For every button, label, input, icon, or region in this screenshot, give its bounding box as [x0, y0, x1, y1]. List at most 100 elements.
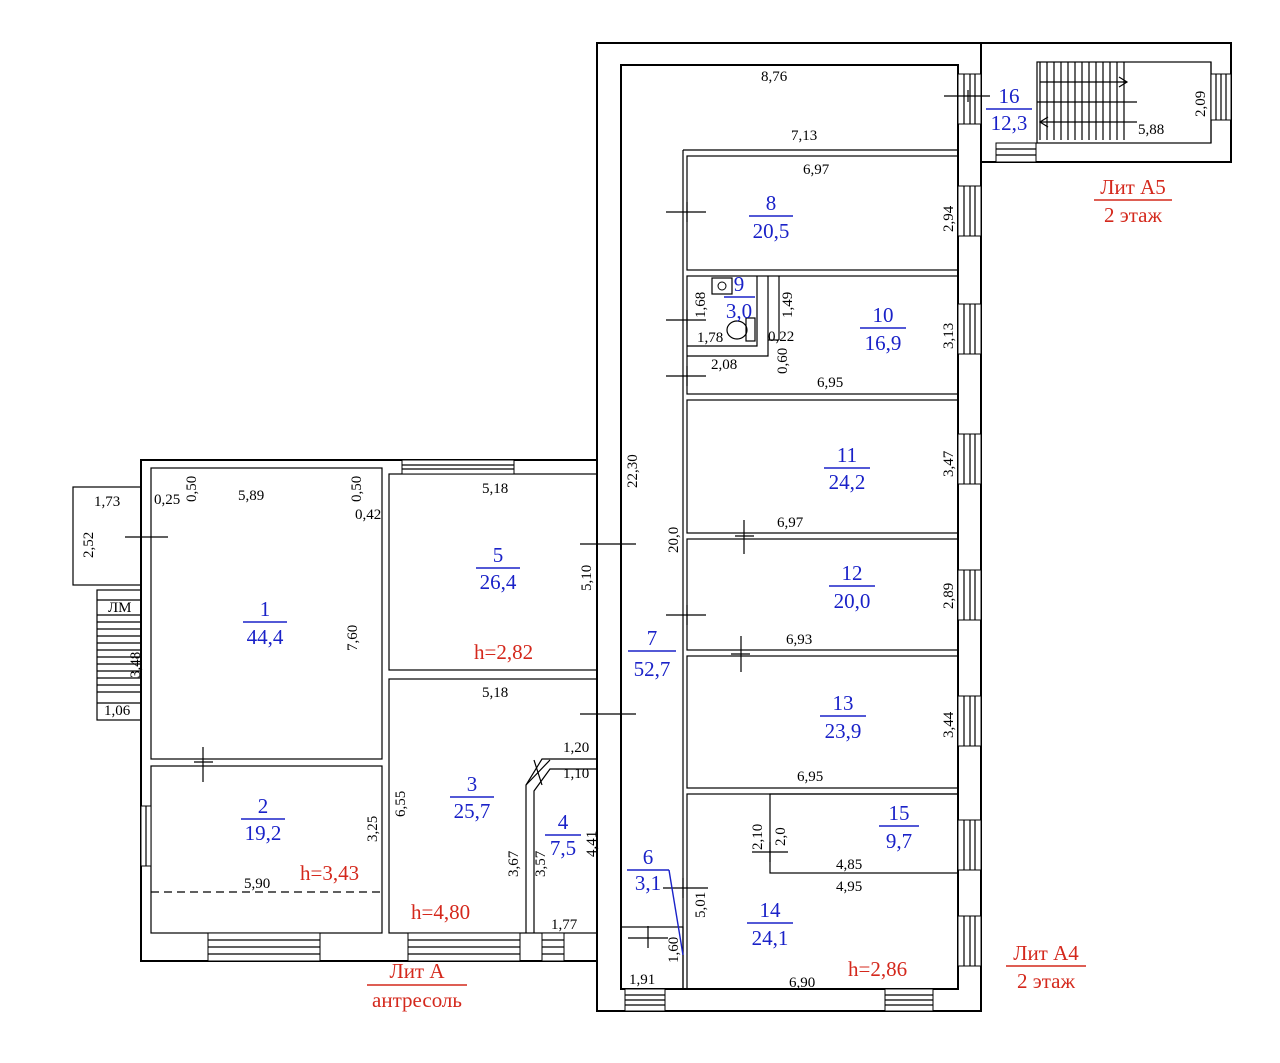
doors: [125, 90, 990, 948]
room-5-label: 5 26,4: [476, 543, 520, 594]
svg-text:9: 9: [734, 272, 745, 296]
svg-text:3,0: 3,0: [726, 299, 752, 323]
svg-text:16: 16: [999, 84, 1020, 108]
dim-label: 0,60: [775, 348, 791, 374]
room-15-label: 15 9,7: [879, 801, 919, 853]
dim-label: 2,89: [941, 583, 957, 609]
dim-label: 6,90: [789, 975, 815, 991]
dim-label: 1,10: [563, 766, 589, 782]
dim-label: 2,52: [81, 532, 97, 558]
dim-label: 3,57: [533, 850, 549, 877]
svg-text:24,2: 24,2: [829, 470, 866, 494]
room-labels: 1 44,4 2 19,2 3 25,7 4 7,5 5 26,4 6 3,1: [241, 84, 1032, 956]
dim-label: 1,06: [104, 703, 131, 719]
dim-label: 1,49: [780, 292, 796, 318]
dim-label: 5,18: [482, 481, 508, 497]
room-13-label: 13 23,9: [820, 691, 866, 743]
svg-text:4: 4: [558, 810, 569, 834]
dim-label: 1,73: [94, 494, 120, 510]
dim-label: 7,13: [791, 128, 817, 144]
height-room-2: h=3,43: [300, 861, 359, 885]
dim-label: 3,67: [506, 850, 522, 877]
dim-label: 2,09: [1193, 91, 1209, 117]
dim-label: 2,0: [773, 827, 789, 846]
svg-text:10: 10: [873, 303, 894, 327]
room-3-label: 3 25,7: [450, 772, 494, 823]
svg-text:26,4: 26,4: [480, 570, 517, 594]
sink-icon: [711, 277, 733, 295]
windows: [140, 73, 1232, 1012]
svg-text:16,9: 16,9: [865, 331, 902, 355]
room-16-label: 16 12,3: [986, 84, 1032, 135]
svg-text:2 этаж: 2 этаж: [1104, 203, 1163, 227]
svg-text:7: 7: [647, 626, 658, 650]
dim-label: 4,41: [584, 831, 600, 857]
toilet-icon: [745, 317, 756, 342]
lit-labels: Лит А антресоль Лит А 4 2 этаж Лит А5 2 э…: [367, 175, 1172, 1012]
room-8-label: 8 20,5: [749, 191, 793, 243]
stair-lm: [97, 614, 141, 693]
svg-text:20,5: 20,5: [753, 219, 790, 243]
dim-label: 5,90: [244, 876, 270, 892]
dimensions: 8,76 7,13 6,97 2,94 1,68 1,49 1,78 0,22 …: [81, 69, 1209, 991]
walls-lit-a: [72, 459, 598, 962]
svg-text:12: 12: [842, 561, 863, 585]
svg-text:12,3: 12,3: [991, 111, 1028, 135]
room-1-label: 1 44,4: [243, 597, 287, 649]
room-7-label: 7 52,7: [628, 626, 676, 681]
dim-label: 3,25: [365, 816, 381, 842]
svg-text:Лит А5: Лит А5: [1100, 175, 1166, 199]
room-2-label: 2 19,2: [241, 794, 285, 845]
svg-text:7,5: 7,5: [550, 836, 576, 860]
svg-text:19,2: 19,2: [245, 821, 282, 845]
svg-text:24,1: 24,1: [752, 926, 789, 950]
room-9-label: 9 3,0: [724, 272, 755, 323]
svg-text:23,9: 23,9: [825, 719, 862, 743]
dim-label: ЛМ: [108, 600, 132, 616]
height-room-14: h=2,86: [848, 957, 907, 981]
dim-label: 6,55: [393, 791, 409, 817]
dim-label: 1,68: [693, 292, 709, 318]
dim-label: 1,20: [563, 740, 589, 756]
lit-a-label: Лит А антресоль: [367, 959, 467, 1012]
svg-text:25,7: 25,7: [454, 799, 491, 823]
dim-label: 0,50: [184, 476, 200, 502]
svg-text:2 этаж: 2 этаж: [1017, 969, 1076, 993]
svg-text:3,1: 3,1: [635, 871, 661, 895]
dim-label: 3,48: [128, 652, 144, 678]
svg-text:3: 3: [467, 772, 478, 796]
dim-label: 5,89: [238, 488, 264, 504]
dim-label: 1,91: [629, 972, 655, 988]
svg-text:8: 8: [766, 191, 777, 215]
dim-label: 6,97: [777, 515, 804, 531]
dim-label: 0,22: [768, 329, 794, 345]
dim-label: 5,01: [693, 892, 709, 918]
dim-label: 2,10: [750, 824, 766, 850]
svg-text:20,0: 20,0: [834, 589, 871, 613]
room-14-label: 14 24,1: [747, 898, 793, 950]
dim-label: 7,60: [345, 625, 361, 651]
dim-label: 3,44: [941, 711, 957, 738]
room-4-label: 4 7,5: [545, 810, 581, 860]
height-room-3: h=4,80: [411, 900, 470, 924]
room-12-label: 12 20,0: [829, 561, 875, 613]
svg-text:Лит А: Лит А: [389, 959, 445, 983]
svg-text:44,4: 44,4: [247, 625, 284, 649]
dim-label: 0,50: [349, 476, 365, 502]
room-10-label: 10 16,9: [860, 303, 906, 355]
svg-text:5: 5: [493, 543, 504, 567]
wc-fixtures: [711, 277, 756, 342]
dim-label: 1,60: [666, 937, 682, 963]
dim-label: 8,76: [761, 69, 788, 85]
room-6-label: 6 3,1: [627, 845, 684, 956]
dim-label: 20,0: [666, 527, 682, 553]
room-11-label: 11 24,2: [824, 443, 870, 494]
dim-label: 5,10: [579, 565, 595, 591]
dim-label: 0,25: [154, 492, 180, 508]
svg-text:1: 1: [260, 597, 271, 621]
dim-label: 4,95: [836, 879, 862, 895]
dim-label: 22,30: [625, 454, 641, 488]
dim-label: 5,18: [482, 685, 508, 701]
svg-text:13: 13: [833, 691, 854, 715]
